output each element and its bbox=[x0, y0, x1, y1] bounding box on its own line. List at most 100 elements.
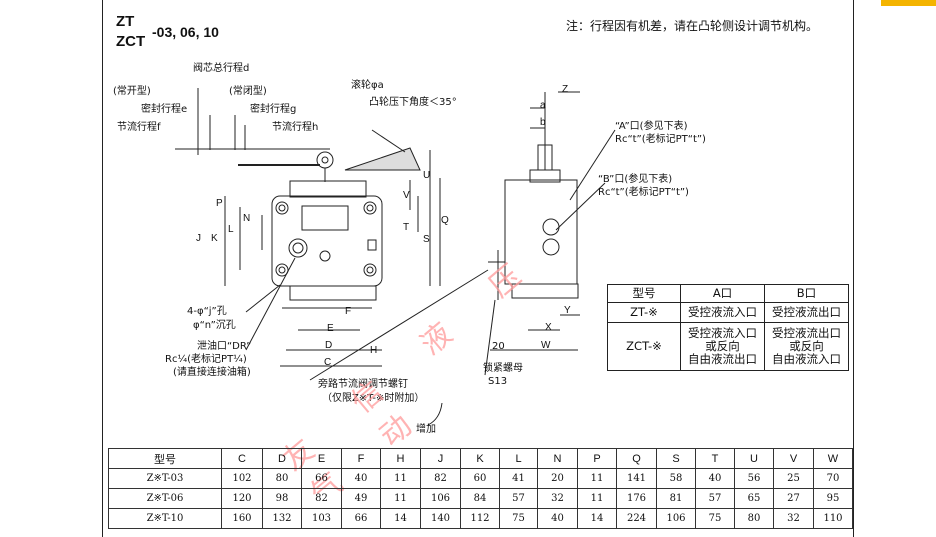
dimensions-header-f: F bbox=[341, 448, 381, 469]
table-cell: 106 bbox=[420, 488, 461, 509]
port-table-header-model: 型号 bbox=[607, 284, 681, 303]
dimensions-header-c: C bbox=[221, 448, 263, 469]
dimensions-header-d: D bbox=[262, 448, 302, 469]
table-cell: Z※T-10 bbox=[108, 508, 222, 529]
label-lock-nut: 锁紧螺母 bbox=[483, 363, 523, 374]
dim-letter-t: T bbox=[403, 222, 410, 233]
dimensions-header-n: N bbox=[537, 448, 578, 469]
table-cell: 103 bbox=[301, 508, 342, 529]
table-cell: 32 bbox=[537, 488, 578, 509]
dim-letter-x: X bbox=[545, 322, 552, 333]
table-cell: Z※T-06 bbox=[108, 488, 222, 509]
dim-letter-u: U bbox=[423, 170, 431, 181]
dim-letter-d: D bbox=[325, 340, 333, 351]
label-drain-thread: Rc¼(老标记PT¼) bbox=[165, 354, 247, 365]
title-zct: ZCT bbox=[116, 33, 146, 50]
label-drain-note: (请直接连接油箱) bbox=[173, 367, 251, 378]
dimensions-header-s: S bbox=[656, 448, 696, 469]
dimensions-header-p: P bbox=[577, 448, 617, 469]
title-zt: ZT bbox=[116, 13, 135, 30]
label-normally-open: (常开型) bbox=[113, 86, 151, 97]
table-cell: 25 bbox=[773, 468, 814, 489]
table-cell: 81 bbox=[656, 488, 696, 509]
label-lock-nut-size: S13 bbox=[488, 376, 508, 387]
dimensions-header-t: T bbox=[695, 448, 735, 469]
dimensions-header-k: K bbox=[460, 448, 500, 469]
table-cell: 56 bbox=[734, 468, 774, 489]
label-normally-closed: (常闭型) bbox=[229, 86, 267, 97]
dimensions-header-v: V bbox=[773, 448, 814, 469]
table-cell: 95 bbox=[813, 488, 853, 509]
dim-letter-p: P bbox=[216, 198, 223, 209]
label-drain-port: 泄油口“DR” bbox=[197, 341, 252, 352]
table-cell: 141 bbox=[616, 468, 657, 489]
table-cell: 14 bbox=[577, 508, 617, 529]
port-table-row-zt-b: 受控液流出口 bbox=[764, 302, 849, 323]
dimensions-header-w: W bbox=[813, 448, 853, 469]
label-port-a-thread: Rc“t”(老标记PT“t”) bbox=[615, 134, 706, 145]
table-cell: 110 bbox=[813, 508, 853, 529]
dim-letter-b: b bbox=[540, 117, 546, 128]
dimensions-header-j: J bbox=[420, 448, 461, 469]
dim-letter-h: H bbox=[370, 345, 378, 356]
table-cell: 60 bbox=[460, 468, 500, 489]
label-port-b: “B”口(参见下表) bbox=[598, 174, 673, 185]
label-port-a: “A”口(参见下表) bbox=[615, 121, 688, 132]
table-cell: 140 bbox=[420, 508, 461, 529]
table-cell: Z※T-03 bbox=[108, 468, 222, 489]
label-bypass-screw: 旁路节流阀调节螺钉 bbox=[318, 379, 408, 390]
table-cell: 75 bbox=[695, 508, 735, 529]
table-cell: 98 bbox=[262, 488, 302, 509]
table-cell: 58 bbox=[656, 468, 696, 489]
table-cell: 80 bbox=[734, 508, 774, 529]
dim-letter-j: J bbox=[196, 233, 201, 244]
dim-letter-f: F bbox=[345, 306, 352, 317]
label-seal-stroke-g: 密封行程g bbox=[250, 104, 297, 115]
dim-letter-n: N bbox=[243, 213, 251, 224]
table-cell: 32 bbox=[773, 508, 814, 529]
port-table: 型号 A口 B口 ZT-※ 受控液流入口 受控液流出口 ZCT-※ 受控液流入口… bbox=[607, 284, 849, 371]
dim-letter-s: S bbox=[423, 234, 430, 245]
table-cell: 57 bbox=[695, 488, 735, 509]
dimensions-header-u: U bbox=[734, 448, 774, 469]
dim-letter-w: W bbox=[541, 340, 551, 351]
table-cell: 132 bbox=[262, 508, 302, 529]
label-hole-j: 4-φ“j”孔 bbox=[187, 306, 227, 317]
label-dim-20: 20 bbox=[492, 341, 505, 352]
label-cam-angle: 凸轮压下角度＜35° bbox=[369, 97, 457, 108]
port-table-row-zct-model: ZCT-※ bbox=[607, 322, 681, 371]
table-cell: 224 bbox=[616, 508, 657, 529]
port-table-header-a: A口 bbox=[680, 284, 765, 303]
table-cell: 11 bbox=[577, 488, 617, 509]
table-cell: 82 bbox=[420, 468, 461, 489]
port-table-row-zt-a: 受控液流入口 bbox=[680, 302, 765, 323]
dim-letter-z: Z bbox=[562, 84, 569, 95]
label-seal-stroke-e: 密封行程e bbox=[141, 104, 188, 115]
label-spool-total-stroke: 阀芯总行程d bbox=[193, 63, 250, 74]
dimensions-header-model: 型号 bbox=[108, 448, 222, 469]
table-cell: 80 bbox=[262, 468, 302, 489]
table-cell: 65 bbox=[734, 488, 774, 509]
dim-letter-v: V bbox=[403, 190, 410, 201]
table-cell: 160 bbox=[221, 508, 263, 529]
table-cell: 11 bbox=[577, 468, 617, 489]
table-cell: 11 bbox=[380, 488, 421, 509]
dim-letter-y: Y bbox=[564, 305, 571, 316]
port-table-row-zct-b: 受控液流出口 或反向 自由液流入口 bbox=[764, 322, 849, 371]
table-cell: 14 bbox=[380, 508, 421, 529]
table-cell: 106 bbox=[656, 508, 696, 529]
table-cell: 41 bbox=[499, 468, 538, 489]
title-sizes: -03, 06, 10 bbox=[152, 24, 219, 40]
document-frame bbox=[102, 0, 854, 537]
label-port-b-thread: Rc“t”(老标记PT“t”) bbox=[598, 187, 689, 198]
port-table-row-zct-a: 受控液流入口 或反向 自由液流出口 bbox=[680, 322, 765, 371]
dimensions-header-e: E bbox=[301, 448, 342, 469]
table-cell: 70 bbox=[813, 468, 853, 489]
dim-letter-q: Q bbox=[441, 215, 449, 226]
